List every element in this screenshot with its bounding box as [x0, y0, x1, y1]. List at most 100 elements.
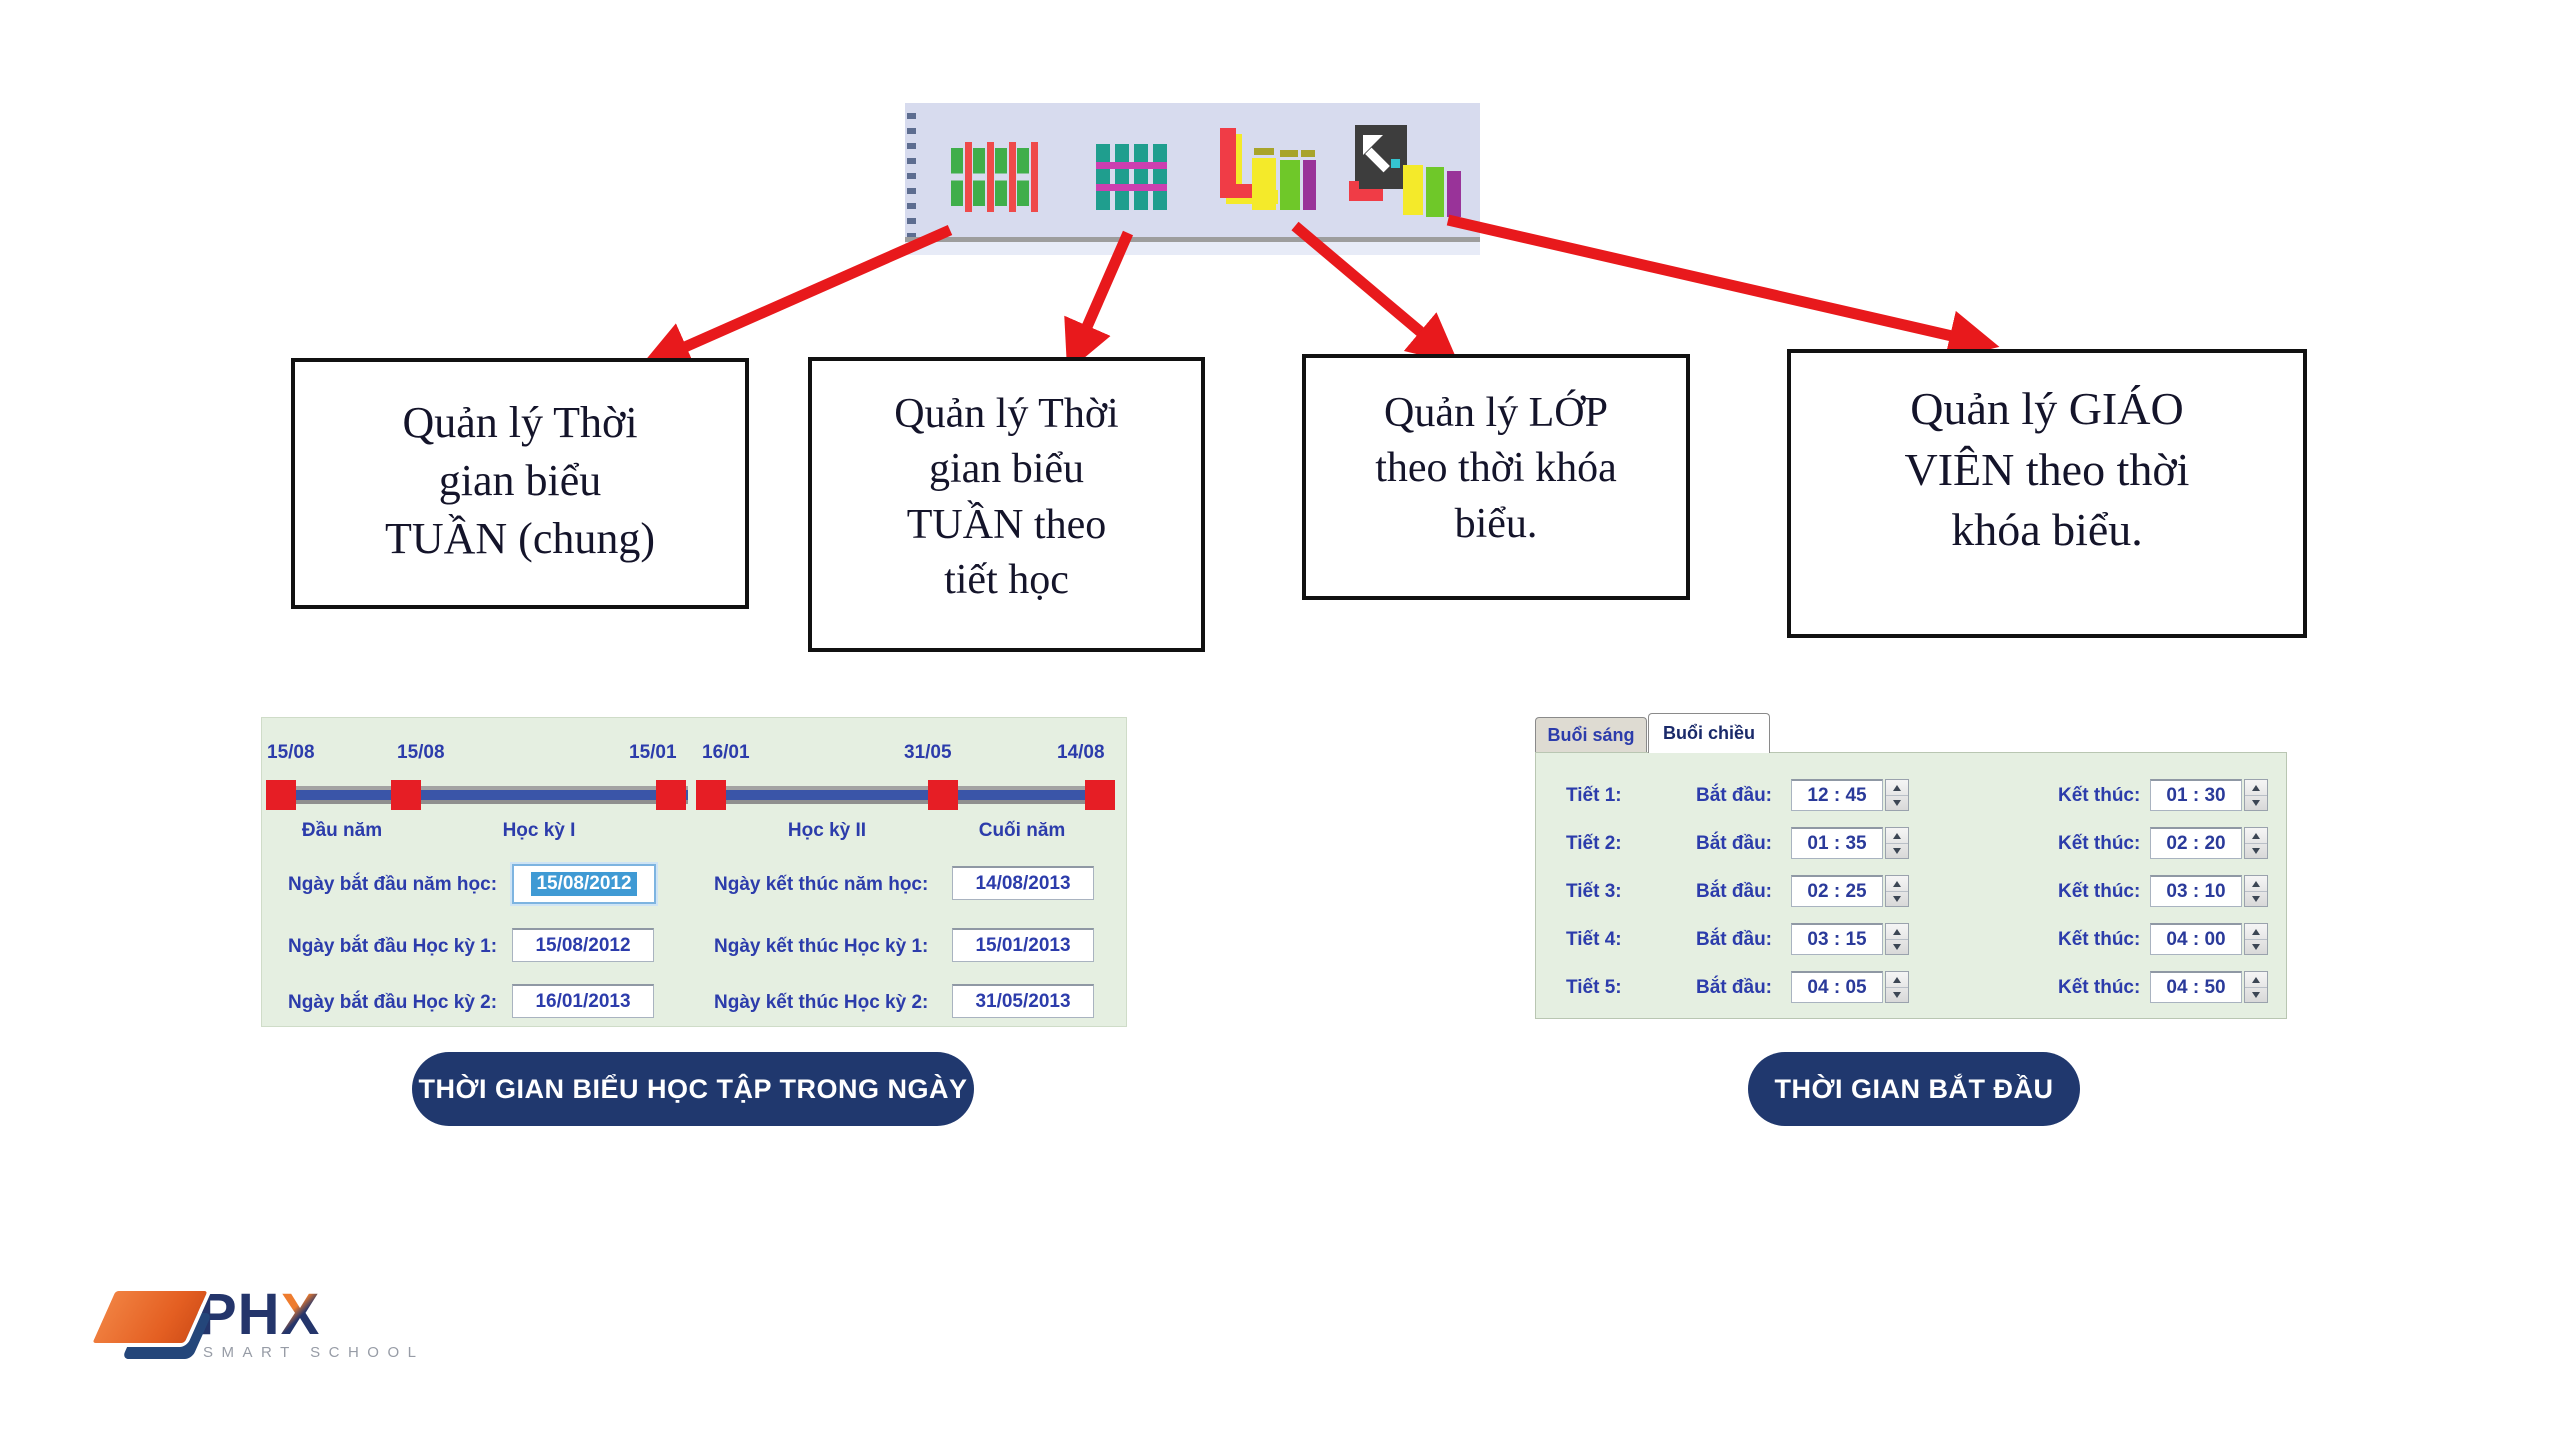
start-label: Bắt đầu: [1696, 785, 1772, 806]
period-times-content: Tiết 1: Bắt đầu: 12 : 45 Kết thúc: 01 : … [1535, 752, 2287, 1019]
class-timetable-icon[interactable] [1216, 128, 1316, 213]
spinner-down-icon[interactable] [1886, 795, 1908, 810]
start-time-value: 03 : 15 [1807, 928, 1867, 950]
hk1-start-input[interactable]: 15/08/2012 [512, 928, 654, 962]
start-time-spinner[interactable] [1885, 971, 1909, 1003]
timeline-handle[interactable] [696, 780, 726, 810]
spinner-up-icon[interactable] [1886, 972, 1908, 988]
flow-box-line: TUẦN (chung) [384, 514, 656, 564]
end-time-spinner[interactable] [2244, 779, 2268, 811]
end-label: Kết thúc: [2058, 881, 2141, 902]
timeline-handle[interactable] [1085, 780, 1115, 810]
end-time-input[interactable]: 02 : 20 [2150, 827, 2242, 859]
spinner-up-icon[interactable] [2245, 924, 2267, 940]
logo-wordmark: PHX [198, 1286, 320, 1344]
tab-morning[interactable]: Buổi sáng [1535, 717, 1647, 753]
period-timetable-icon[interactable] [1096, 144, 1168, 210]
weekly-timetable-icon[interactable] [951, 142, 1039, 212]
end-label: Kết thúc: [2058, 977, 2141, 998]
end-time-value: 04 : 00 [2166, 928, 2226, 950]
start-time-spinner[interactable] [1885, 923, 1909, 955]
toolbar [905, 103, 1480, 255]
period-label: Tiết 1: [1566, 785, 1622, 806]
end-time-spinner[interactable] [2244, 923, 2268, 955]
end-time-spinner[interactable] [2244, 875, 2268, 907]
year-start-input[interactable]: 15/08/2012 [512, 864, 656, 904]
field-label: Ngày kết thúc Học kỳ 1: [714, 936, 929, 957]
spinner-down-icon[interactable] [1886, 891, 1908, 906]
end-time-spinner[interactable] [2244, 827, 2268, 859]
spinner-down-icon[interactable] [2245, 987, 2267, 1002]
spinner-down-icon[interactable] [1886, 987, 1908, 1002]
flow-box-line: TUẦN theo [906, 501, 1107, 548]
timeline-segment-label: Đầu năm [301, 820, 383, 841]
field-label: Ngày bắt đầu Học kỳ 1: [288, 936, 498, 957]
flow-box-line: theo thời khóa [1375, 445, 1617, 492]
spinner-up-icon[interactable] [2245, 972, 2267, 988]
start-label: Bắt đầu: [1696, 881, 1772, 902]
spinner-down-icon[interactable] [2245, 843, 2267, 858]
spinner-down-icon[interactable] [2245, 795, 2267, 810]
hk2-end-input[interactable]: 31/05/2013 [952, 984, 1094, 1018]
start-time-spinner[interactable] [1885, 779, 1909, 811]
end-time-value: 01 : 30 [2166, 784, 2226, 806]
flow-box-line: Quản lý Thời [894, 391, 1119, 437]
flow-box-class: Quản lý LỚP theo thời khóa biểu. [1302, 354, 1690, 600]
timeline-track [700, 786, 1112, 804]
timeline-date-label: 14/08 [1057, 742, 1105, 763]
teacher-timetable-icon[interactable] [1349, 125, 1461, 217]
period-label: Tiết 4: [1566, 929, 1622, 950]
start-time-spinner[interactable] [1885, 827, 1909, 859]
start-time-input[interactable]: 02 : 25 [1791, 875, 1883, 907]
start-label: Bắt đầu: [1696, 977, 1772, 998]
start-label: Bắt đầu: [1696, 929, 1772, 950]
hk2-start-input[interactable]: 16/01/2013 [512, 984, 654, 1018]
end-time-input[interactable]: 01 : 30 [2150, 779, 2242, 811]
start-time-input[interactable]: 12 : 45 [1791, 779, 1883, 811]
start-time-value: 04 : 05 [1807, 976, 1867, 998]
spinner-up-icon[interactable] [2245, 828, 2267, 844]
year-end-input[interactable]: 14/08/2013 [952, 866, 1094, 900]
spiral-binding [907, 113, 916, 245]
spinner-down-icon[interactable] [2245, 891, 2267, 906]
start-time-spinner[interactable] [1885, 875, 1909, 907]
timeline-date-label: 15/08 [397, 742, 445, 763]
spinner-up-icon[interactable] [2245, 780, 2267, 796]
spinner-down-icon[interactable] [2245, 939, 2267, 954]
spinner-up-icon[interactable] [1886, 780, 1908, 796]
timeline-date-label: 31/05 [904, 742, 952, 763]
logo-tagline: SMART SCHOOL [203, 1344, 425, 1361]
timeline-segment-label: Học kỳ I [502, 820, 576, 841]
hk1-end-input[interactable]: 15/01/2013 [952, 928, 1094, 962]
toolbar-separator [905, 237, 1480, 242]
start-time-input[interactable]: 01 : 35 [1791, 827, 1883, 859]
end-label: Kết thúc: [2058, 929, 2141, 950]
spinner-up-icon[interactable] [2245, 876, 2267, 892]
end-time-input[interactable]: 04 : 00 [2150, 923, 2242, 955]
timeline-handle[interactable] [928, 780, 958, 810]
start-time-value: 02 : 25 [1807, 880, 1867, 902]
end-time-input[interactable]: 03 : 10 [2150, 875, 2242, 907]
start-time-input[interactable]: 04 : 05 [1791, 971, 1883, 1003]
spinner-up-icon[interactable] [1886, 876, 1908, 892]
end-time-spinner[interactable] [2244, 971, 2268, 1003]
start-time-value: 12 : 45 [1807, 784, 1867, 806]
logo-ph: PH [198, 1282, 281, 1347]
start-time-value: 01 : 35 [1807, 832, 1867, 854]
spinner-down-icon[interactable] [1886, 939, 1908, 954]
spinner-down-icon[interactable] [1886, 843, 1908, 858]
spinner-up-icon[interactable] [1886, 924, 1908, 940]
field-label: Ngày kết thúc Học kỳ 2: [714, 992, 929, 1013]
right-caption-text: THỜI GIAN BẮT ĐẦU [1774, 1073, 2054, 1104]
start-time-input[interactable]: 03 : 15 [1791, 923, 1883, 955]
end-time-input[interactable]: 04 : 50 [2150, 971, 2242, 1003]
timeline-handle[interactable] [391, 780, 421, 810]
timeline-handle[interactable] [656, 780, 686, 810]
timeline-handle[interactable] [266, 780, 296, 810]
spinner-up-icon[interactable] [1886, 828, 1908, 844]
tab-afternoon[interactable]: Buổi chiều [1648, 713, 1770, 753]
timeline-segment-label: Cuối năm [978, 820, 1066, 841]
flow-box-line: gian biểu [438, 456, 602, 506]
year-start-value: 15/08/2012 [531, 872, 637, 896]
flow-box-weekly-periods: Quản lý Thời gian biểu TUẦN theo tiết họ… [808, 357, 1205, 652]
